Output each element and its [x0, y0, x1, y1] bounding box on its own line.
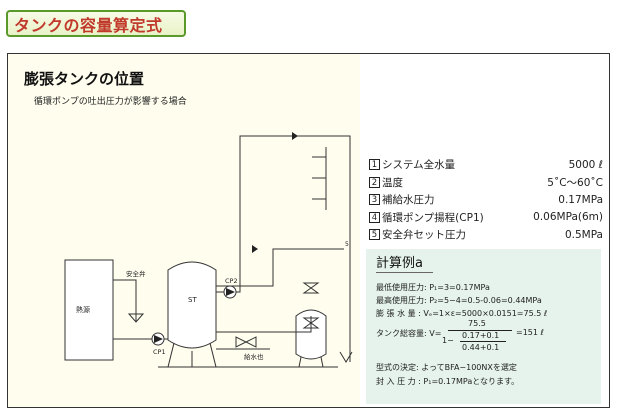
- flow-arrow-1: [292, 132, 298, 140]
- spec-value: 5˚C〜60˚C: [547, 176, 603, 189]
- spec-label: 循環ポンプ揚程(CP1): [382, 211, 484, 224]
- spec-label: システム全水量: [382, 159, 456, 172]
- storage-tank: [167, 261, 217, 349]
- spec-label: 安全弁セット圧力: [382, 229, 466, 242]
- expansion-tank: [295, 309, 327, 360]
- flow-arrow-2: [252, 245, 258, 253]
- page-title: タンクの容量算定式: [6, 10, 186, 37]
- spec-value: 0.17MPa: [558, 193, 603, 206]
- calc-min-pressure: 最低使用圧力: P₁=3=0.17MPa: [376, 283, 490, 292]
- calc-fill-pressure: 封 入 圧 力 : P₁=0.17MPaとなります。: [376, 377, 520, 386]
- content-panel: 膨張タンクの位置 循環ポンプの吐出圧力が影響する場合: [7, 53, 610, 408]
- spec-number: 5: [369, 229, 380, 241]
- calc-inner-denominator: 0.44+0.1: [462, 343, 500, 352]
- calc-max-pressure: 最高使用圧力: P₂=5−4=0.5-0.06=0.44MPa: [376, 296, 542, 305]
- calc-main-fraction-bar: [448, 330, 512, 331]
- spec-value: 0.5MPa: [564, 228, 603, 241]
- storage-tank-label: ST: [188, 296, 197, 304]
- heat-source-box: [64, 259, 114, 361]
- calc-result: =151 ℓ: [516, 328, 544, 337]
- calc-title: 計算例a: [376, 252, 433, 273]
- calc-model: 型式の決定: よってBFA−100NXを選定: [376, 363, 517, 372]
- calc-expansion: 膨 張 水 量 : Vₑ=1×ε=5000×0.0151=75.5 ℓ: [376, 309, 548, 318]
- height-mark-label: 5: [345, 241, 349, 248]
- spec-number: 4: [369, 211, 380, 223]
- calc-denom-one: 1−: [442, 336, 454, 345]
- spec-number: 3: [369, 194, 380, 206]
- pump-cp1-label: CP1: [153, 348, 166, 356]
- supply-water-label: 給水也: [244, 352, 264, 361]
- spec-number: 1: [369, 159, 380, 171]
- calc-inner-fraction-bar: [460, 341, 506, 342]
- spec-value: 5000 ℓ: [568, 158, 603, 171]
- calc-numerator: 75.5: [468, 319, 486, 328]
- calculation-box: 計算例a 最低使用圧力: P₁=3=0.17MPa 最高使用圧力: P₂=5−4…: [366, 249, 601, 404]
- diagram-heading: 膨張タンクの位置: [24, 70, 145, 88]
- safety-valve-label: 安全弁: [126, 269, 146, 278]
- spec-label: 補給水圧力: [382, 194, 435, 207]
- diagram-area: 膨張タンクの位置 循環ポンプの吐出圧力が影響する場合: [8, 54, 360, 407]
- spec-value: 0.06MPa(6m): [533, 211, 603, 224]
- calc-inner-numerator: 0.17+0.1: [462, 331, 500, 340]
- pump-cp2-arrow: [226, 288, 235, 296]
- pump-cp2-label: CP2: [225, 277, 238, 285]
- pump-cp1-arrow: [154, 335, 163, 343]
- heat-source-label: 熱源: [76, 305, 90, 314]
- calc-tank-label: タンク総容量: V=: [376, 329, 442, 338]
- piping-diagram: 熱源 ST 安全弁 CP1 CP2 給水也 5: [64, 132, 353, 368]
- diagram-subheading: 循環ポンプの吐出圧力が影響する場合: [34, 97, 187, 107]
- spec-number: 2: [369, 176, 380, 188]
- spec-label: 温度: [382, 176, 403, 189]
